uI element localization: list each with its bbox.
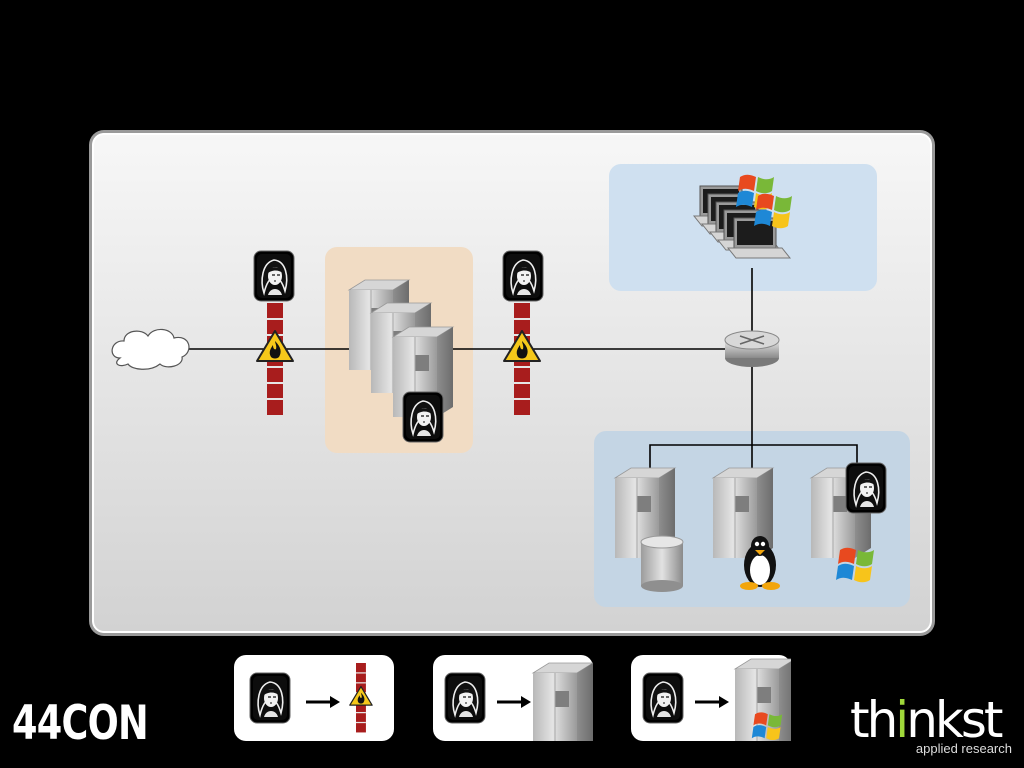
logo-highlight: i [895,691,909,749]
canary-icon [444,672,486,724]
thinkst-wordmark: thinkst [850,695,1020,745]
core-router-icon [724,330,780,367]
canary-windows-server-icon [845,462,887,514]
logo-prefix: th [850,691,898,749]
server-icon [532,662,594,754]
canary-icon [249,672,291,724]
inner-firewall-icon [503,302,541,416]
canary-outer-firewall-icon [253,250,295,302]
legend-canary-windows-server [631,655,796,750]
database-server-icon [614,467,684,592]
legend-canary-firewall [234,655,394,741]
logo-tagline: applied research [915,741,1012,756]
outer-firewall-icon [256,302,294,416]
firewall-icon [349,662,373,734]
arrow-icon [693,694,731,710]
legend-canary-server [433,655,594,754]
thinkst-logo: thinkst applied research [850,695,1020,761]
arrow-icon [304,694,342,710]
canary-dmz-server-icon [402,391,444,443]
event-logo-44con: 44CON [12,696,149,751]
logo-suffix: nkst [906,691,1003,749]
canary-icon [642,672,684,724]
canary-inner-firewall-icon [502,250,544,302]
windows-server-icon [734,658,796,750]
internet-cloud-icon [111,328,190,370]
tux-penguin-icon [740,536,780,590]
arrow-icon [495,694,533,710]
